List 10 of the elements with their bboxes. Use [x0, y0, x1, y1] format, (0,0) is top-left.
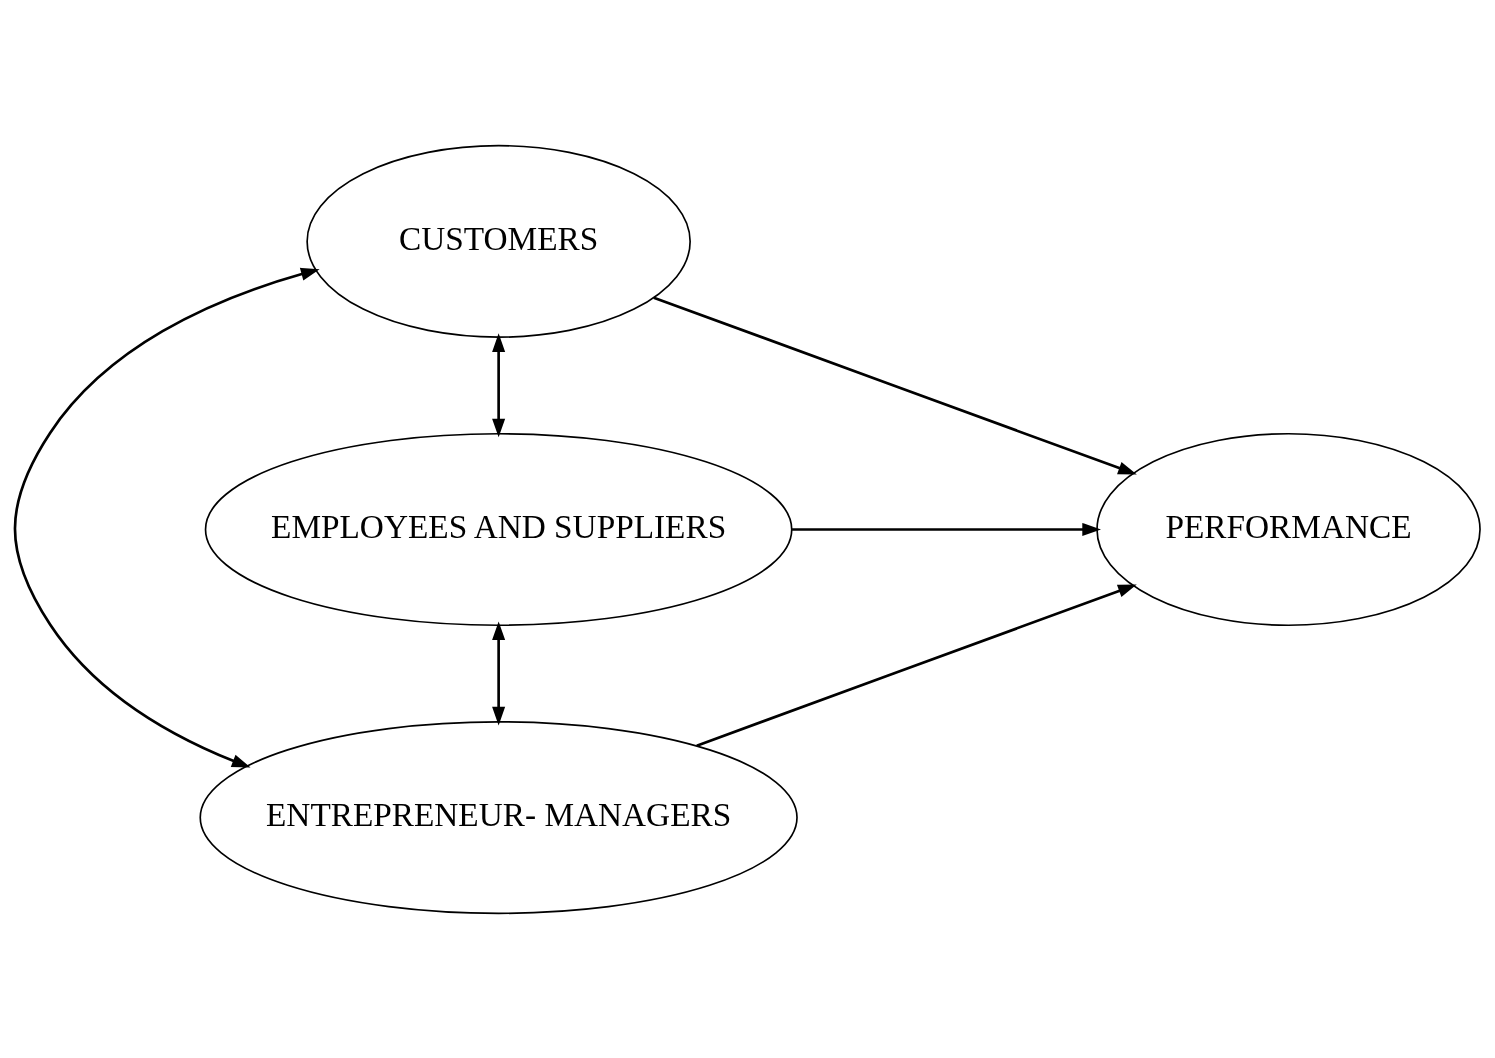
- node-ellipse: CUSTOMERS: [306, 144, 691, 338]
- arrow: [792, 522, 1101, 536]
- node-ellipse: ENTREPRENEUR- MANAGERS: [199, 720, 798, 914]
- node-ellipse: EMPLOYEES AND SUPPLIERS: [204, 432, 793, 626]
- node-ellipse: PERFORMANCE: [1096, 432, 1481, 626]
- arrow: [492, 620, 506, 725]
- arrow: [492, 332, 506, 437]
- arrow: [653, 295, 1137, 475]
- arrow: [696, 584, 1137, 747]
- arrow: [13, 267, 320, 768]
